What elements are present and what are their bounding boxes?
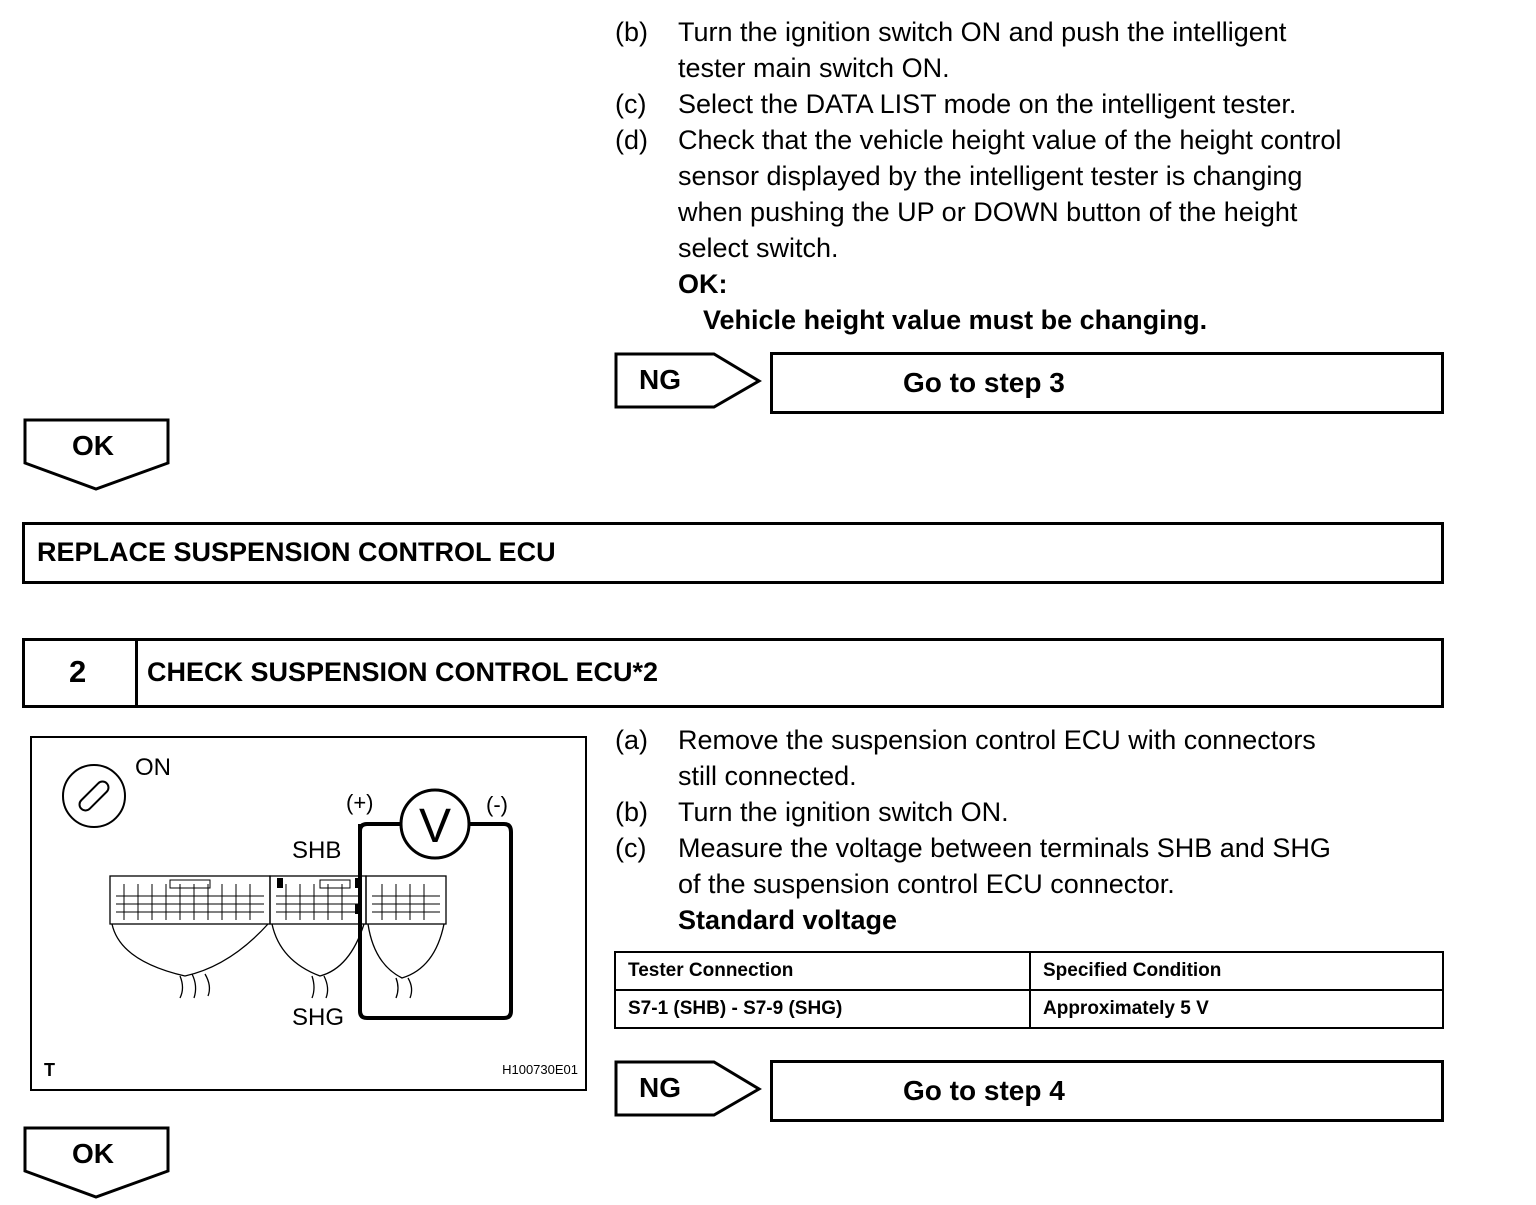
go-to-step-4-box[interactable]: Go to step 4 (770, 1060, 1444, 1122)
positive-lead (358, 822, 402, 832)
standard-heading: Standard voltage (678, 905, 898, 935)
voltmeter-icon (399, 788, 471, 860)
negative-lead (358, 822, 513, 1020)
figure-id: H100730E01 (502, 1062, 578, 1077)
terminal-pins (277, 878, 361, 914)
ng-arrow-shape (614, 352, 762, 409)
minus-label: (-) (486, 792, 508, 817)
ok-label: OK (72, 1138, 114, 1169)
ignition-switch-icon (62, 764, 126, 828)
item-line: tester main switch ON. (678, 53, 950, 83)
step-title: CHECK SUSPENSION CONTROL ECU*2 (147, 657, 659, 687)
go-to-step-label: Go to step 3 (903, 367, 1065, 398)
plus-label: (+) (346, 790, 374, 815)
ng-label: NG (639, 364, 681, 395)
table-cell: Approximately 5 V (1029, 989, 1444, 1029)
item-line: Measure the voltage between terminals SH… (678, 833, 1331, 863)
table-cell: S7-1 (SHB) - S7-9 (SHG) (614, 989, 1031, 1029)
table-header-row: Tester Connection Specified Condition (614, 951, 1444, 991)
spec-table: Tester Connection Specified Condition S7… (614, 951, 1444, 1029)
ok-arrow[interactable]: OK (23, 1126, 171, 1200)
item-line: Select the DATA LIST mode on the intelli… (678, 89, 1297, 119)
item-line: still connected. (678, 761, 857, 791)
shg-label: SHG (292, 1004, 344, 1031)
go-to-step-label: Go to step 4 (903, 1075, 1065, 1106)
replace-ecu-label: REPLACE SUSPENSION CONTROL ECU (37, 537, 556, 567)
voltmeter-symbol: V (419, 800, 451, 853)
item-label: (b) (615, 17, 648, 47)
item-line: when pushing the UP or DOWN button of th… (678, 197, 1298, 227)
shb-label: SHB (292, 837, 341, 864)
ok-arrow[interactable]: OK (23, 418, 171, 492)
step-number: 2 (69, 654, 87, 689)
step2-header: 2 CHECK SUSPENSION CONTROL ECU*2 (22, 638, 1444, 708)
item-label: (a) (615, 725, 648, 755)
ok-heading: OK: (678, 269, 728, 299)
item-label: (d) (615, 125, 648, 155)
ng-label: NG (639, 1072, 681, 1103)
item-label: (b) (615, 797, 648, 827)
step-number-cell: 2 (25, 641, 138, 705)
step1-instructions: (b) Turn the ignition switch ON and push… (615, 14, 1495, 344)
corner-label: T (44, 1060, 55, 1080)
ok-arrow-shape (23, 1126, 170, 1199)
item-line: Turn the ignition switch ON. (678, 797, 1009, 827)
ng-arrow-shape (614, 1060, 762, 1117)
diagram-svg: ON V (+) (-) SHB SHG (30, 736, 587, 1091)
item-line: of the suspension control ECU connector. (678, 869, 1175, 899)
ecu-connectors (109, 875, 447, 999)
diagram-frame (30, 736, 587, 1091)
item-line: select switch. (678, 233, 839, 263)
item-label: (c) (615, 833, 647, 863)
step2-instructions: (a) Remove the suspension control ECU wi… (615, 722, 1495, 942)
ok-condition: Vehicle height value must be changing. (703, 305, 1208, 335)
ng-arrow[interactable]: NG (614, 352, 764, 410)
item-label: (c) (615, 89, 647, 119)
item-line: Remove the suspension control ECU with c… (678, 725, 1316, 755)
go-to-step-3-box[interactable]: Go to step 3 (770, 352, 1444, 414)
table-row: S7-1 (SHB) - S7-9 (SHG) Approximately 5 … (614, 989, 1444, 1029)
ok-arrow-shape (23, 418, 170, 491)
item-line: sensor displayed by the intelligent test… (678, 161, 1303, 191)
ok-label: OK (72, 430, 114, 461)
table-header: Specified Condition (1029, 951, 1444, 991)
item-line: Check that the vehicle height value of t… (678, 125, 1342, 155)
replace-ecu-box[interactable]: REPLACE SUSPENSION CONTROL ECU (22, 522, 1444, 584)
ng-arrow[interactable]: NG (614, 1060, 764, 1118)
switch-on-label: ON (135, 754, 171, 781)
table-header: Tester Connection (614, 951, 1031, 991)
item-line: Turn the ignition switch ON and push the… (678, 17, 1287, 47)
voltage-diagram: ON V (+) (-) SHB SHG (30, 736, 588, 1092)
